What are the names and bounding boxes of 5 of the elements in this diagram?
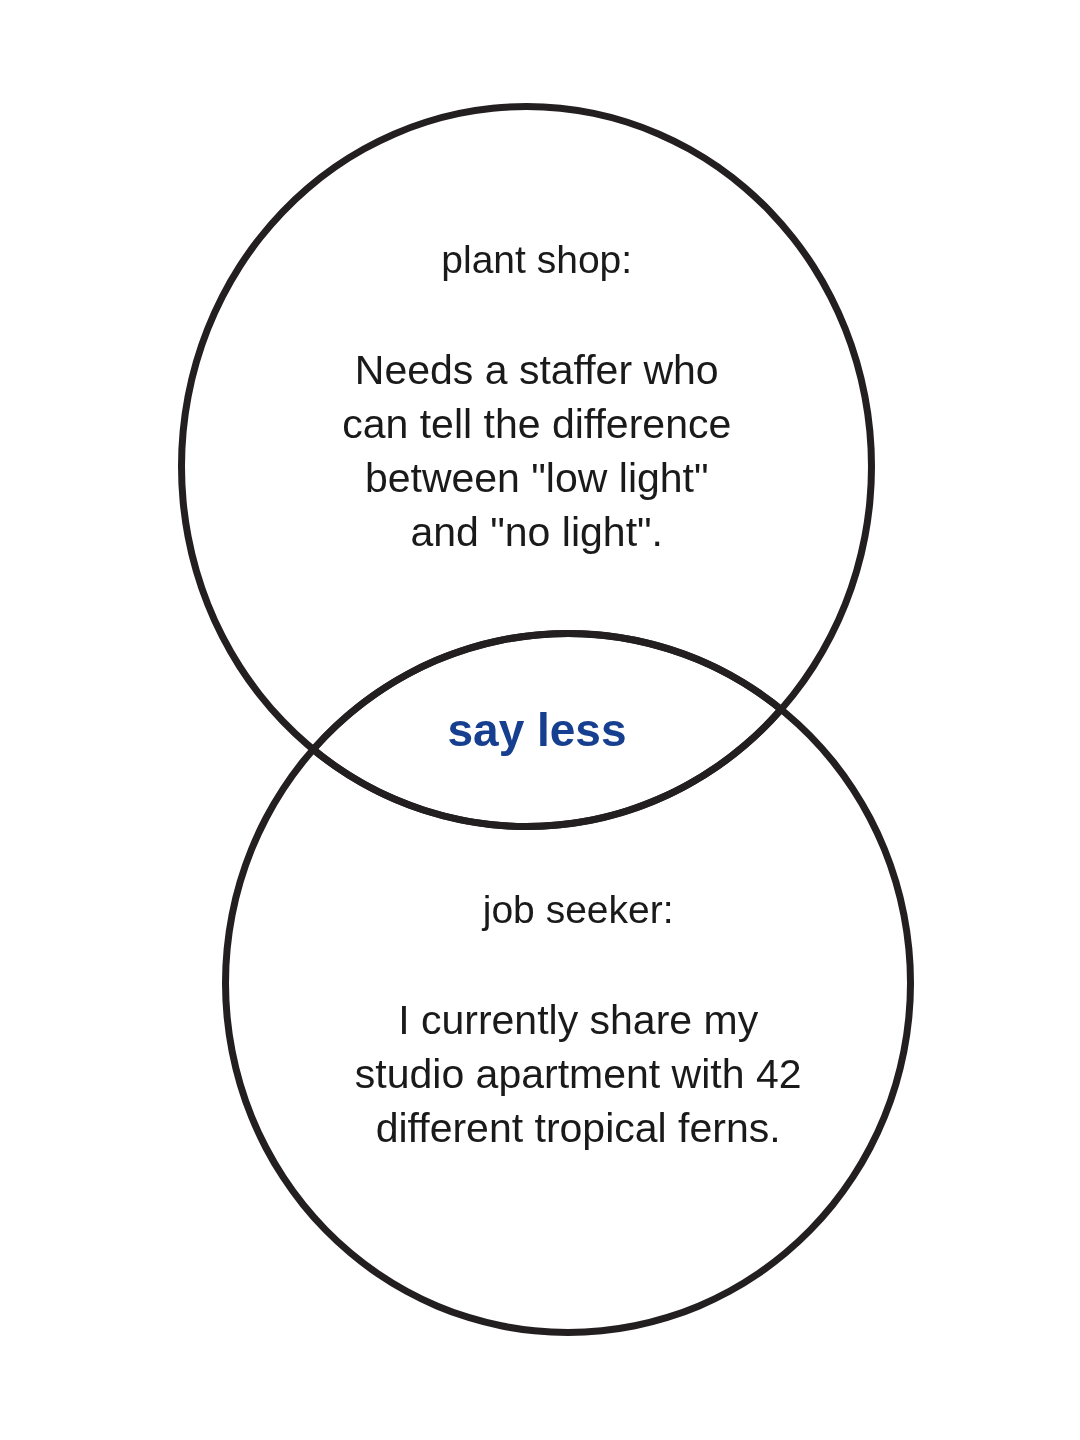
circle-heading: job seeker: — [482, 888, 674, 932]
circle-heading: plant shop: — [441, 238, 633, 282]
circle-description: Needs a staffer who can tell the difference between "low light" and "no light". — [341, 346, 733, 557]
overlap-label: say less — [447, 704, 627, 756]
circle-description: I currently share my studio apartment with 42 different tropical ferns. — [353, 996, 803, 1153]
